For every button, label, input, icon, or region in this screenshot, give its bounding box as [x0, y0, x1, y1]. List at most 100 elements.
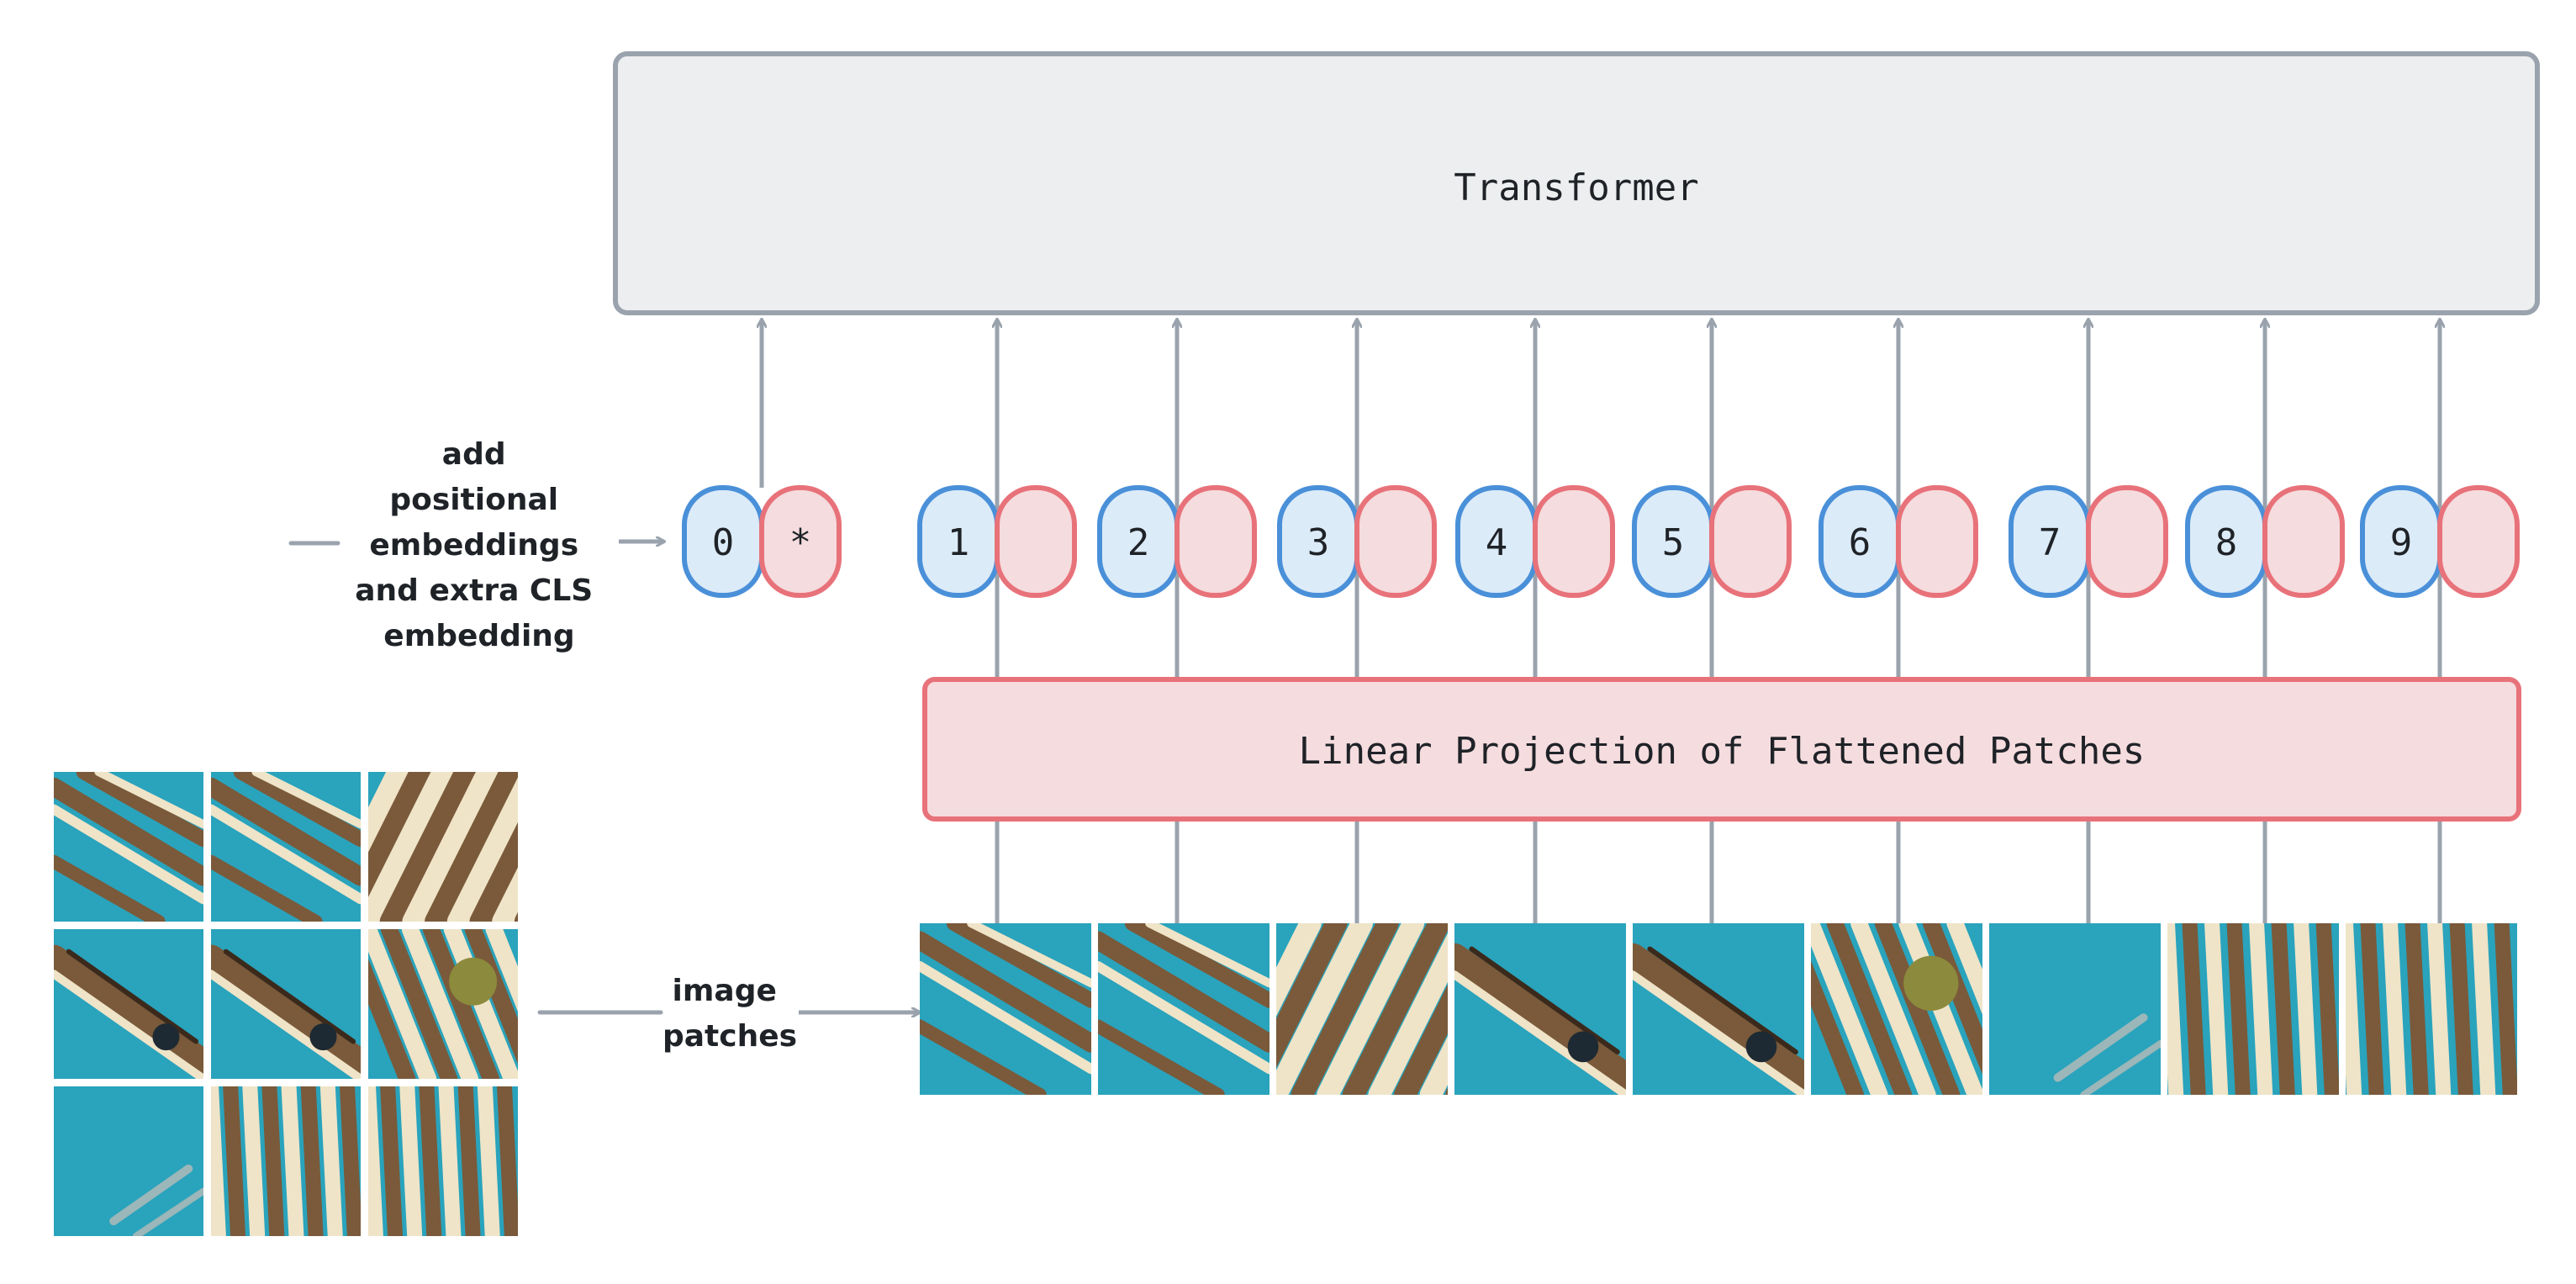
- patch-stripe: [211, 944, 361, 1079]
- embeddings-label-line: add: [442, 437, 506, 472]
- patch-stripe: [300, 1086, 324, 1236]
- patch-stripe: [211, 777, 361, 886]
- position-embedding-token: 7: [2009, 485, 2091, 598]
- patch-stripe: [66, 948, 199, 1044]
- patch-stripe: [920, 961, 1091, 1075]
- patch-stripe: [1145, 923, 1270, 988]
- patch-stripe: [485, 929, 518, 1012]
- image-patch: [1811, 923, 1982, 1095]
- patch-blob: [1903, 955, 1959, 1012]
- patch-stripe: [54, 804, 203, 905]
- patch-eye: [1567, 1031, 1599, 1063]
- patch-stripe: [2383, 923, 2407, 1095]
- patch-stripe: [920, 931, 1091, 1053]
- patch-stripe: [1098, 1019, 1225, 1095]
- patch-embedding-pill: [1896, 485, 1978, 598]
- patch-embedding-token: *: [759, 485, 842, 598]
- patch-stripe: [211, 970, 361, 1079]
- token-index-label: 3: [1307, 521, 1330, 564]
- patch-stripe: [368, 1086, 383, 1236]
- patch-stripe: [967, 923, 1091, 988]
- patch-stripe: [251, 772, 361, 829]
- patch-stripe: [233, 772, 361, 848]
- token-index-label: 5: [1662, 521, 1685, 564]
- patch-stripe: [1633, 970, 1804, 1095]
- patch-embedding-pill: [2262, 485, 2345, 598]
- patch-stripe: [1454, 970, 1626, 1095]
- patch-embedding-pill: [2086, 485, 2168, 598]
- patch-stripe: [2053, 1013, 2148, 1082]
- patch-stripe: [920, 1019, 1047, 1095]
- patch-eye: [1745, 1031, 1777, 1063]
- image-patch: [54, 1086, 203, 1236]
- patch-stripe: [368, 772, 409, 857]
- patch-stripe: [242, 1086, 266, 1236]
- token-index-label: 8: [2215, 521, 2238, 564]
- patch-embedding-token: [1175, 485, 1257, 598]
- patch-stripe: [2204, 923, 2229, 1095]
- patch-stripe: [469, 822, 518, 922]
- image-patch: [1454, 923, 1626, 1095]
- patch-stripe: [319, 1086, 343, 1236]
- patch-stripe: [2472, 923, 2496, 1095]
- image-patch: [2167, 923, 2339, 1095]
- patch-stripe: [368, 772, 432, 901]
- patch-embedding-token: [2437, 485, 2520, 598]
- patch-stripe: [2360, 923, 2384, 1095]
- patch-stripe: [94, 772, 203, 829]
- patch-stripe: [1633, 943, 1804, 1092]
- patch-stripe: [281, 1086, 304, 1236]
- patch-stripe: [477, 1086, 500, 1236]
- patch-stripe: [1811, 960, 1865, 1095]
- patch-stripe: [211, 1086, 226, 1236]
- position-embedding-token: 5: [1632, 485, 1714, 598]
- embeddings-label: add positional embeddings and extra CLS …: [355, 437, 603, 653]
- patch-embedding-token: [2086, 485, 2168, 598]
- token-index-label: 9: [2390, 521, 2413, 564]
- position-embedding-token: 0: [682, 485, 764, 598]
- patch-stripe: [1276, 923, 1373, 1095]
- patch-stripe: [2494, 923, 2517, 1095]
- patch-stripe: [2249, 923, 2273, 1095]
- position-embedding-token: 3: [1277, 485, 1359, 598]
- patch-embedding-token: [2262, 485, 2345, 598]
- patch-stripe: [1419, 1036, 1448, 1095]
- patch-embedding-pill: [2437, 485, 2520, 598]
- patch-stripe: [1647, 946, 1798, 1054]
- image-patch: [368, 772, 518, 922]
- patch-stripe: [223, 1086, 246, 1236]
- patch-stripe: [2315, 923, 2339, 1095]
- patch-stripe: [1276, 923, 1348, 1068]
- embeddings-label-line: embeddings: [369, 528, 578, 563]
- token-index-label: 7: [2039, 521, 2061, 564]
- patch-embedding-pill: [995, 485, 1077, 598]
- patch-stripe: [402, 772, 499, 922]
- patch-stripe: [1946, 923, 1982, 1015]
- image-patch: [211, 772, 361, 922]
- patch-stripe: [54, 944, 203, 1079]
- transformer-label: Transformer: [1454, 166, 1698, 209]
- patch-stripe: [2404, 923, 2429, 1095]
- patch-stripe: [1342, 923, 1448, 1095]
- patch-stripe: [211, 804, 361, 905]
- patch-embedding-pill: [1354, 485, 1437, 598]
- embeddings-label-line: positional: [389, 483, 558, 517]
- patch-stripe: [496, 1086, 518, 1236]
- patch-stripe: [1276, 923, 1322, 1017]
- patch-stripe: [379, 772, 477, 922]
- patch-stripe: [1874, 923, 1961, 1095]
- patch-stripe: [54, 777, 203, 886]
- image-patch: [920, 923, 1091, 1095]
- patch-embedding-pill: [1175, 485, 1257, 598]
- patch-stripe: [1898, 923, 1982, 1095]
- patch-stripe: [2427, 923, 2452, 1095]
- patch-stripe: [2294, 923, 2318, 1095]
- patch-stripe: [109, 1164, 193, 1226]
- image-patch: [211, 929, 361, 1079]
- position-embedding-token: 4: [1455, 485, 1538, 598]
- token-index-label: 4: [1486, 521, 1508, 564]
- patch-stripe: [1811, 923, 1888, 1095]
- patch-stripe: [514, 911, 518, 922]
